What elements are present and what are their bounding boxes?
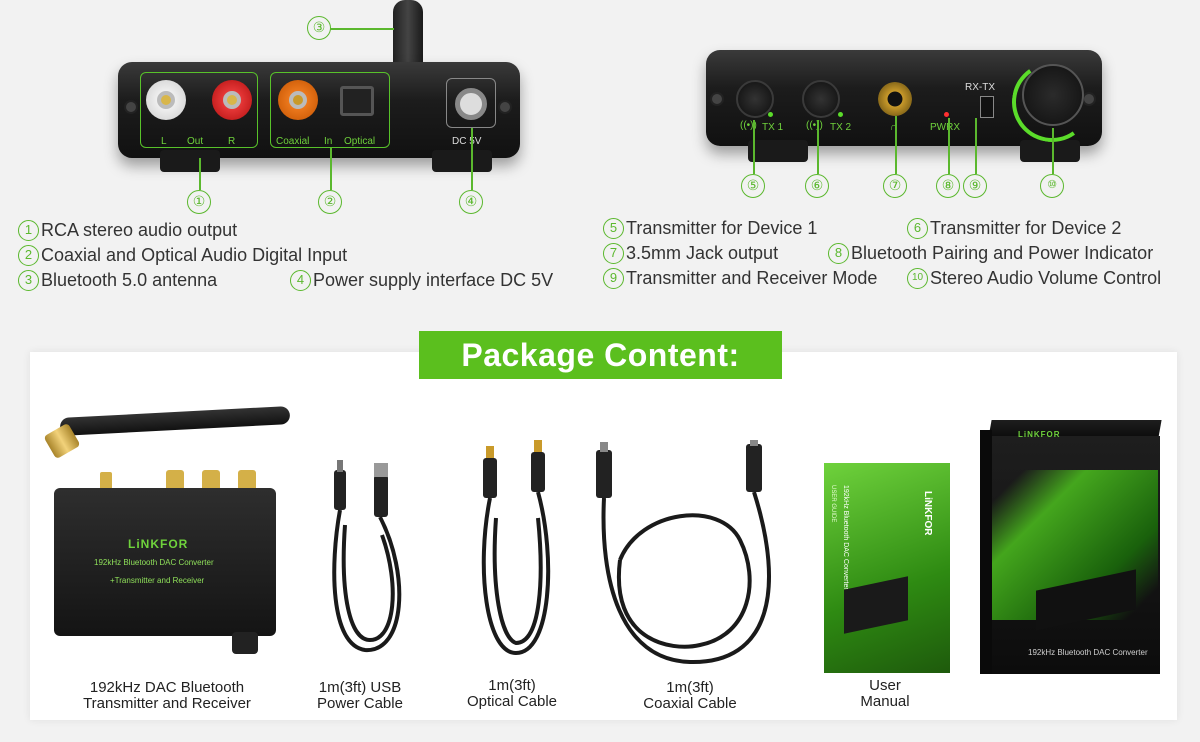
manual-brand: LiNKFOR <box>922 491 933 536</box>
pwrx-led <box>944 112 949 117</box>
headphone-icon: ∩ <box>890 122 898 133</box>
legend-text: Transmitter for Device 2 <box>930 218 1122 238</box>
legend-text: Coaxial and Optical Audio Digital Input <box>41 245 348 265</box>
tx1-button[interactable] <box>736 80 774 118</box>
legend-text: Transmitter for Device 1 <box>626 218 818 238</box>
front-foot-left <box>748 140 808 162</box>
callout-2: ② <box>318 190 342 214</box>
callout-8: ⑧ <box>936 174 960 198</box>
box-side <box>980 430 992 674</box>
front-foot-right <box>1020 140 1080 162</box>
caption-dac: 192kHz DAC Bluetooth Transmitter and Rec… <box>83 679 251 712</box>
dc-power-port <box>455 88 487 120</box>
legend-text: Bluetooth Pairing and Power Indicator <box>851 243 1154 263</box>
caption-optical: 1m(3ft) Optical Cable <box>466 677 558 710</box>
tx1-led <box>768 112 773 117</box>
coaxial-cable-icon <box>596 440 771 665</box>
label-coaxial: Coaxial <box>276 136 310 147</box>
headphone-jack <box>878 82 912 116</box>
label-l: L <box>161 136 167 147</box>
bluetooth-icon: ((•)) <box>806 120 823 131</box>
callout-3: ③ <box>307 16 331 40</box>
legend-text: 3.5mm Jack output <box>626 243 779 263</box>
device-model: 192kHz Bluetooth DAC Converter <box>94 558 214 567</box>
label-optical: Optical <box>344 136 376 147</box>
volume-knob[interactable] <box>1022 64 1084 126</box>
optical-port <box>340 86 374 116</box>
package-title: Package Content: <box>419 331 782 379</box>
tx2-button[interactable] <box>802 80 840 118</box>
coaxial-jack <box>278 80 318 120</box>
label-r: R <box>228 136 236 147</box>
screw-icon <box>710 92 724 106</box>
device-sub: +Transmitter and Receiver <box>110 576 205 585</box>
label-tx1: TX 1 <box>762 122 784 133</box>
legend-text: Power supply interface DC 5V <box>313 270 554 290</box>
manual-title: 192kHz Bluetooth DAC Converter <box>842 485 849 590</box>
manual-guide: USER GUIDE <box>830 485 836 523</box>
out-group-frame <box>140 72 258 148</box>
callout-4: ④ <box>459 190 483 214</box>
dc-group-frame <box>446 78 496 128</box>
rca-right-jack <box>212 80 252 120</box>
screw-icon <box>498 100 512 114</box>
label-out: Out <box>187 136 204 147</box>
label-tx2: TX 2 <box>830 122 852 133</box>
label-pwrx: PWRX <box>930 122 960 133</box>
user-manual-image: LiNKFOR USER GUIDE 192kHz Bluetooth DAC … <box>824 463 950 673</box>
manual-device-picture <box>844 576 908 634</box>
box-title: 192kHz Bluetooth DAC Converter <box>1028 648 1148 657</box>
usb-cable-icon <box>332 460 402 653</box>
legend-text: Stereo Audio Volume Control <box>930 268 1162 288</box>
legend-text: RCA stereo audio output <box>41 220 238 240</box>
rca-left-jack <box>146 80 186 120</box>
callout-10: ⑩ <box>1040 174 1064 198</box>
caption-usb: 1m(3ft) USB Power Cable <box>317 679 403 712</box>
rear-foot-left <box>160 150 220 172</box>
label-in: In <box>324 136 333 147</box>
legend-text: Bluetooth 5.0 antenna <box>41 270 218 290</box>
rear-foot-right <box>432 150 492 172</box>
caption-manual: User Manual <box>860 677 910 710</box>
label-rxtx: RX-TX <box>965 82 995 93</box>
callout-9: ⑨ <box>963 174 987 198</box>
volume-knob <box>232 632 258 654</box>
mode-switch[interactable] <box>980 96 994 118</box>
in-group-frame <box>270 72 390 148</box>
screw-icon <box>124 100 138 114</box>
label-dc: DC 5V <box>452 136 482 147</box>
dac-body <box>54 488 276 636</box>
bluetooth-icon: ((•)) <box>740 120 757 131</box>
callout-1: ① <box>187 190 211 214</box>
device-brand: LiNKFOR <box>128 537 189 551</box>
callout-5: ⑤ <box>741 174 765 198</box>
tx2-led <box>838 112 843 117</box>
optical-cable-icon <box>481 440 551 656</box>
callout-6: ⑥ <box>805 174 829 198</box>
caption-coaxial: 1m(3ft) Coaxial Cable <box>643 679 737 712</box>
callout-7: ⑦ <box>883 174 907 198</box>
box-brand: LiNKFOR <box>1018 430 1061 439</box>
legend-text: Transmitter and Receiver Mode <box>626 268 878 288</box>
